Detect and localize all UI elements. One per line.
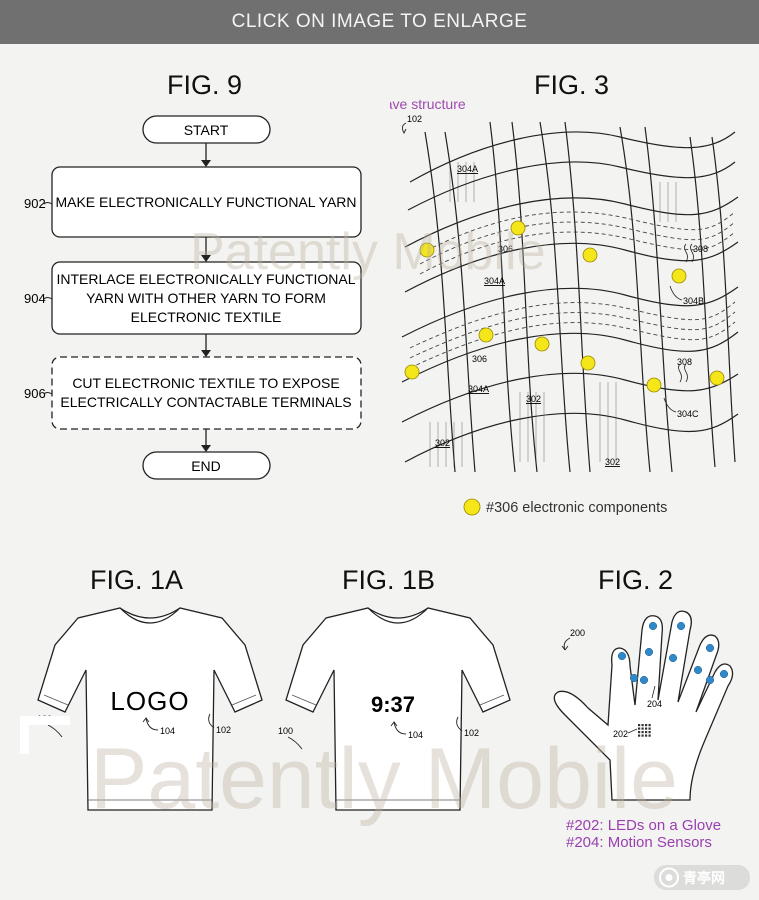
ref-102-1b: 102 — [464, 728, 479, 738]
ref-102: 102 — [407, 114, 422, 124]
legend-dot — [463, 498, 481, 516]
ref-104-1a: 104 — [160, 726, 175, 736]
fig2-title: FIG. 2 — [598, 565, 674, 595]
label-308-low: 308 — [677, 357, 692, 367]
sensor-dot — [705, 675, 715, 685]
label-306-top: 306 — [498, 244, 513, 254]
component-dot — [478, 327, 494, 343]
step-904-ref: 904 — [24, 291, 46, 306]
sensor-dot — [676, 621, 686, 631]
caption-leds: #202: LEDs on a Glove — [566, 817, 722, 834]
time-display: 9:37 — [371, 692, 415, 717]
corner-bracket-mark — [20, 716, 70, 754]
component-dot — [404, 364, 420, 380]
component-dot — [709, 370, 725, 386]
sensor-dot — [648, 621, 658, 631]
component-dot — [419, 242, 435, 258]
start-label: START — [184, 122, 229, 138]
sensor-dot — [644, 647, 654, 657]
enlarge-banner-text: CLICK ON IMAGE TO ENLARGE — [231, 11, 528, 32]
end-terminal — [142, 451, 271, 480]
component-dot — [580, 355, 596, 371]
step-902-ref: 902 — [24, 196, 46, 211]
weave-structure-label: Weave structure — [390, 96, 466, 112]
step-906-line1: CUT ELECTRONIC TEXTILE TO EXPOSE — [72, 375, 339, 391]
step-906-line2: ELECTRICALLY CONTACTABLE TERMINALS — [60, 394, 351, 410]
led-grid — [638, 724, 651, 737]
sensor-dot — [639, 675, 649, 685]
label-304a-low: 304A — [468, 384, 489, 394]
sensor-dot — [668, 653, 678, 663]
caption-motion-sensors: #204: Motion Sensors — [566, 834, 712, 851]
sensor-dot — [629, 673, 639, 683]
end-label: END — [191, 458, 221, 474]
sensor-dot — [617, 651, 627, 661]
label-306-low: 306 — [472, 354, 487, 364]
ref-104-1b: 104 — [408, 730, 423, 740]
step-904-line1: INTERLACE ELECTRONICALLY FUNCTIONAL — [57, 271, 356, 287]
ref-202: 202 — [613, 729, 628, 739]
enlarge-banner[interactable]: CLICK ON IMAGE TO ENLARGE — [0, 0, 759, 44]
step-904-line2: YARN WITH OTHER YARN TO FORM — [86, 290, 326, 306]
label-302-a: 302 — [526, 394, 541, 404]
fig9-flowchart: START MAKE ELECTRONICALLY FUNCTIONAL YAR… — [24, 115, 362, 480]
label-302-c: 302 — [605, 457, 620, 467]
motion-sensors — [617, 621, 729, 685]
label-308-top: 308 — [693, 244, 708, 254]
component-dot — [534, 336, 550, 352]
fig3-title: FIG. 3 — [534, 70, 610, 100]
label-304b: 304B — [683, 296, 704, 306]
step-902-text: MAKE ELECTRONICALLY FUNCTIONAL YARN — [55, 194, 356, 210]
logo-text: LOGO — [110, 686, 189, 716]
step-906-box — [51, 356, 362, 430]
fig1a-tshirt: LOGO 104 100 102 — [37, 607, 263, 811]
ref-100-1b: 100 — [278, 726, 293, 736]
fig1b-title: FIG. 1B — [342, 565, 436, 595]
electronic-components — [404, 220, 725, 393]
label-304a-mid: 304A — [484, 276, 505, 286]
legend-text: #306 electronic components — [486, 500, 667, 516]
ref-200: 200 — [570, 628, 585, 638]
component-dot — [671, 268, 687, 284]
fig1b-tshirt: 9:37 104 100 102 — [278, 607, 511, 811]
component-dot — [510, 220, 526, 236]
component-dot — [582, 247, 598, 263]
fig9-title: FIG. 9 — [167, 70, 243, 100]
ref-102-1a: 102 — [216, 725, 231, 735]
ref-204: 204 — [647, 699, 662, 709]
fig2-glove: 200 204 202 — [553, 610, 734, 801]
label-304c: 304C — [677, 409, 699, 419]
component-dot — [646, 377, 662, 393]
label-302-b: 302 — [435, 438, 450, 448]
site-badge-text: 青亭网 — [683, 870, 725, 886]
site-badge: 青亭网 — [653, 862, 751, 892]
fig1a-title: FIG. 1A — [90, 565, 184, 595]
label-304a-top: 304A — [457, 164, 478, 174]
step-906-ref: 906 — [24, 386, 46, 401]
sensor-dot — [719, 669, 729, 679]
step-904-line3: ELECTRONIC TEXTILE — [131, 309, 282, 325]
sensor-dot — [705, 643, 715, 653]
fig3-weave-diagram: Weave structure 102 — [390, 96, 739, 516]
sensor-dot — [693, 665, 703, 675]
